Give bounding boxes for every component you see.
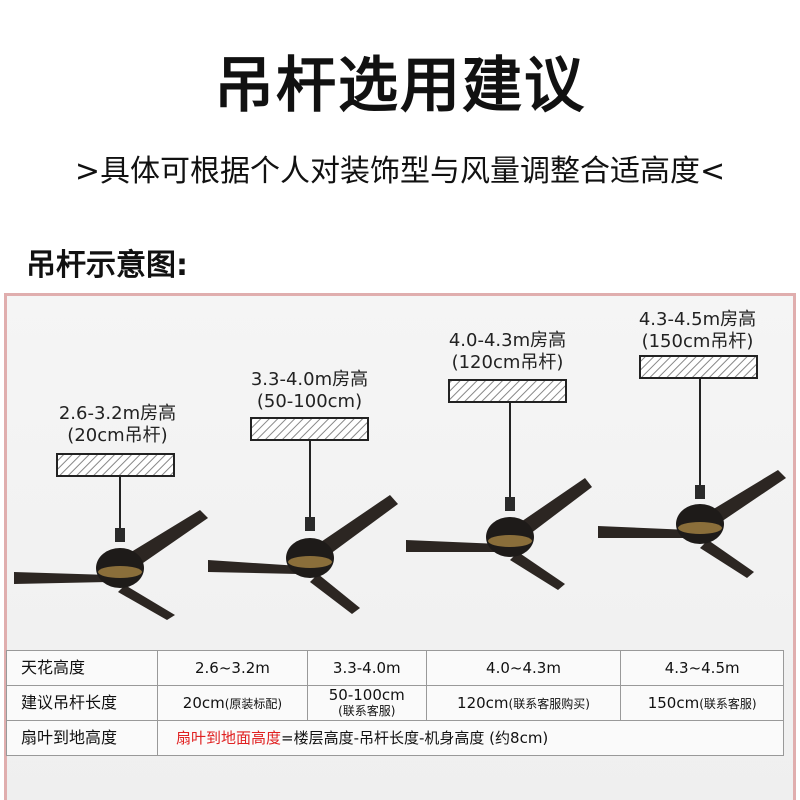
- rod-text: (150cm吊杆): [641, 331, 754, 352]
- fan-trim: [98, 566, 142, 578]
- fan-blade: [700, 540, 754, 578]
- table-row: 天花高度 2.6~3.2m 3.3-4.0m 4.0~4.3m 4.3~4.5m: [6, 650, 784, 686]
- table-cell: 3.3-4.0m: [306, 650, 427, 686]
- page-title: 吊杆选用建议: [214, 51, 586, 121]
- fan-blade: [14, 572, 110, 584]
- page-subtitle: >具体可根据个人对装饰型与风量调整合适高度<: [74, 154, 726, 189]
- formula-rest: =楼层高度-吊杆长度-机身高度 (约8cm): [281, 729, 549, 747]
- fan-blade: [512, 478, 592, 540]
- canopy: [305, 517, 315, 531]
- ceiling-block: [250, 417, 369, 441]
- fan-blade: [312, 495, 398, 560]
- fan-3: [406, 379, 592, 590]
- row-header: 建议吊杆长度: [6, 685, 158, 721]
- fan-2: [208, 417, 398, 614]
- table-row: 建议吊杆长度 20cm(原装标配) 50-100cm(联系客服) 120cm(联…: [6, 685, 784, 721]
- spec-table: 天花高度 2.6~3.2m 3.3-4.0m 4.0~4.3m 4.3~4.5m…: [6, 650, 784, 756]
- fan-4-label: 4.3-4.5m房高 (150cm吊杆): [610, 309, 785, 353]
- table-cell: 150cm(联系客服): [620, 685, 784, 721]
- row-header: 扇叶到地高度: [6, 720, 158, 756]
- cell-note: (联系客服): [338, 704, 396, 718]
- table-cell: 2.6~3.2m: [157, 650, 308, 686]
- room-height-text: 4.3-4.5m房高: [638, 309, 757, 330]
- fan-2-label: 3.3-4.0m房高 (50-100cm): [222, 369, 397, 413]
- table-cell: 4.3~4.5m: [620, 650, 784, 686]
- fan-blade: [406, 540, 500, 552]
- table-cell: 50-100cm(联系客服): [306, 685, 427, 721]
- fan-blade: [118, 585, 175, 620]
- cell-note: (联系客服): [699, 696, 757, 711]
- fan-blade: [310, 574, 360, 614]
- row-header: 天花高度: [6, 650, 158, 686]
- table-cell: 20cm(原装标配): [157, 685, 308, 721]
- formula-cell: 扇叶到地面高度=楼层高度-吊杆长度-机身高度 (约8cm): [157, 720, 784, 756]
- cell-note: (联系客服购买): [508, 696, 590, 711]
- fan-trim: [678, 522, 722, 534]
- rod-text: (50-100cm): [256, 391, 363, 412]
- table-cell: 120cm(联系客服购买): [425, 685, 622, 721]
- section-label: 吊杆示意图:: [26, 248, 188, 283]
- ceiling-block: [448, 379, 567, 403]
- fan-1-label: 2.6-3.2m房高 (20cm吊杆): [30, 403, 205, 447]
- cell-main: 50-100cm: [328, 686, 405, 704]
- table-row: 扇叶到地高度 扇叶到地面高度=楼层高度-吊杆长度-机身高度 (约8cm): [6, 720, 784, 756]
- fan-blade: [510, 552, 565, 590]
- room-height-text: 2.6-3.2m房高: [58, 403, 177, 424]
- cell-main: 20cm: [182, 693, 225, 712]
- fan-trim: [288, 556, 332, 568]
- room-height-text: 4.0-4.3m房高: [448, 330, 567, 351]
- canopy: [505, 497, 515, 511]
- ceiling-block: [639, 355, 758, 379]
- canopy: [115, 528, 125, 542]
- ceiling-block: [56, 453, 175, 477]
- fan-blade: [702, 470, 786, 528]
- cell-note: (原装标配): [224, 696, 283, 711]
- table-cell: 4.0~4.3m: [425, 650, 622, 686]
- rod-text: (20cm吊杆): [67, 425, 168, 446]
- fan-3-label: 4.0-4.3m房高 (120cm吊杆): [420, 330, 595, 374]
- rod-text: (120cm吊杆): [451, 352, 564, 373]
- fan-blade: [598, 526, 690, 538]
- fan-blade: [118, 510, 208, 572]
- cell-main: 120cm: [457, 693, 509, 712]
- formula-highlight: 扇叶到地面高度: [176, 729, 282, 747]
- cell-main: 150cm: [647, 693, 700, 712]
- canopy: [695, 485, 705, 499]
- fan-trim: [488, 535, 532, 547]
- fan-1: [14, 453, 208, 620]
- fan-4: [598, 355, 786, 578]
- room-height-text: 3.3-4.0m房高: [250, 369, 369, 390]
- fan-blade: [208, 560, 300, 574]
